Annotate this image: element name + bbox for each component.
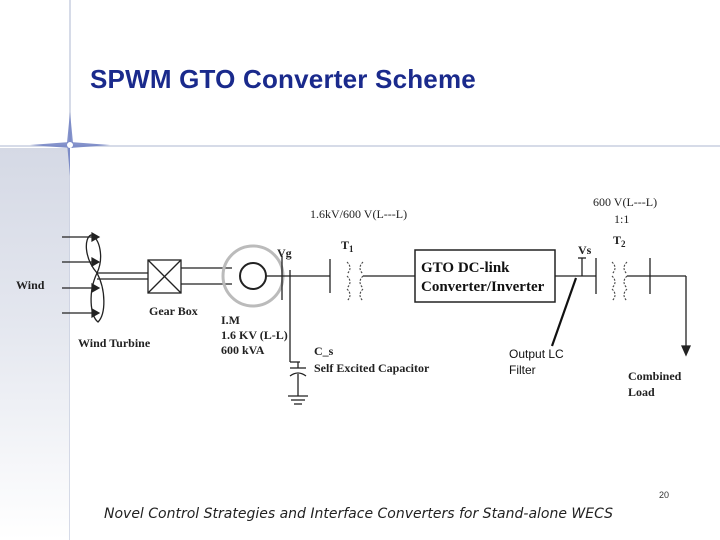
wind-label: Wind <box>16 278 45 292</box>
combined-load-label-line2: Load <box>628 385 655 399</box>
gear-box-icon <box>147 259 232 294</box>
grid-bus-wiring <box>266 256 331 396</box>
vg-label: Vg <box>277 246 292 260</box>
output-filter-label-line1: Output LC <box>509 347 564 361</box>
im-power-label: 600 kVA <box>221 343 265 357</box>
vs-bus-wiring <box>555 257 597 294</box>
wind-turbine-icon <box>85 234 148 323</box>
gto-converter-box <box>414 249 556 303</box>
circuit-diagram-panel <box>70 148 720 540</box>
slide-number: 20 <box>659 490 670 500</box>
im-voltage-label: 1.6 KV (L-L) <box>221 328 288 342</box>
cs-label: C_s <box>314 344 334 358</box>
ground-icon <box>288 395 308 405</box>
star-sparkle-icon <box>30 112 110 176</box>
t2-label: T2 <box>613 233 626 249</box>
gto-label-line2: Converter/Inverter <box>421 279 545 295</box>
wind-arrows <box>62 231 101 319</box>
slide-title: SPWM GTO Converter Scheme <box>90 64 476 94</box>
im-label: I.M <box>221 313 240 327</box>
self-excited-capacitor-label: Self Excited Capacitor <box>314 361 430 375</box>
transformer-t1-icon <box>346 261 415 302</box>
vs-label: Vs <box>578 243 592 257</box>
gear-box-label: Gear Box <box>149 304 198 318</box>
t1-label: T1 <box>341 238 354 254</box>
t1-rating-label: 1.6kV/600 V(L---L) <box>310 207 407 221</box>
wind-turbine-label: Wind Turbine <box>78 336 151 350</box>
capacitor-icon <box>289 362 307 384</box>
transformer-t2-icon <box>611 258 686 302</box>
slide-header-background <box>0 0 720 148</box>
output-filter-pointer <box>550 277 578 347</box>
slide-footer: Novel Control Strategies and Interface C… <box>104 506 614 522</box>
combined-load-label-line1: Combined <box>628 369 682 383</box>
t2-rating-label: 600 V(L---L) <box>593 195 657 209</box>
load-arrow-icon <box>680 276 692 357</box>
gto-label-line1: GTO DC-link <box>421 260 510 276</box>
output-filter-label-line2: Filter <box>509 363 536 377</box>
t2-ratio-label: 1:1 <box>614 212 629 226</box>
